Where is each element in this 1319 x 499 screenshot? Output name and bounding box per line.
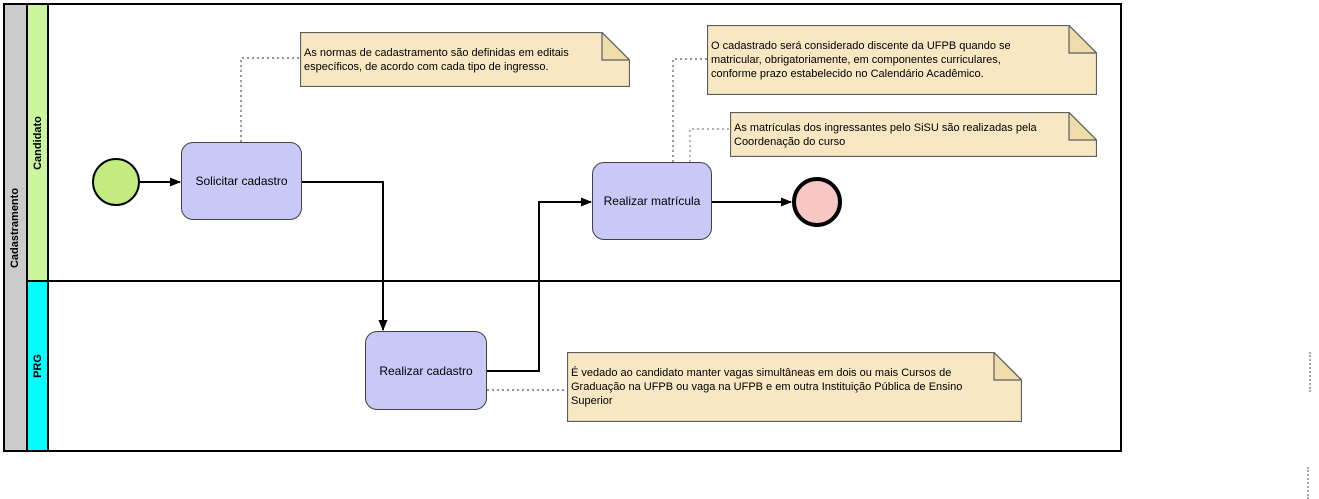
note-shape-icon: [300, 32, 630, 87]
lane-label-prg: PRG: [28, 282, 49, 450]
association-matricula-note3: [689, 128, 730, 162]
association-matricula-note2: [672, 58, 707, 162]
task-realizar-matricula-label: Realizar matrícula: [603, 194, 701, 208]
page-break-dots: [1307, 467, 1309, 499]
flow-realizar-cadastro-to-realizar-matricula: [487, 197, 592, 372]
task-solicitar-cadastro-label: Solicitar cadastro: [195, 174, 288, 188]
lane-divider: [49, 280, 1120, 282]
annotation-note-normas[interactable]: As normas de cadastramento são definidas…: [300, 32, 630, 87]
page-break-dots: [1309, 352, 1311, 392]
task-solicitar-cadastro[interactable]: Solicitar cadastro: [181, 142, 302, 220]
annotation-note-cadastrado-discente[interactable]: O cadastrado será considerado discente d…: [707, 25, 1097, 95]
note-shape-icon: [707, 25, 1097, 95]
association-solicitar-note1: [240, 57, 300, 142]
lane-label-candidato: Candidato: [28, 5, 49, 282]
annotation-note-vedado[interactable]: É vedado ao candidato manter vagas simul…: [567, 352, 1022, 422]
note-shape-icon: [567, 352, 1022, 422]
pool-header: Cadastramento: [5, 5, 28, 450]
task-realizar-matricula[interactable]: Realizar matrícula: [592, 162, 712, 240]
note-normas-text: As normas de cadastramento são definidas…: [304, 46, 569, 73]
task-realizar-cadastro-label: Realizar cadastro: [379, 363, 473, 378]
note-matriculas-sisu-text: As matrículas dos ingressantes pelo SiSU…: [734, 121, 1037, 148]
annotation-note-matriculas-sisu[interactable]: As matrículas dos ingressantes pelo SiSU…: [730, 112, 1097, 157]
end-event[interactable]: [792, 177, 842, 227]
flow-solicitar-to-realizar-cadastro: [302, 181, 388, 331]
note-vedado-text: É vedado ao candidato manter vagas simul…: [571, 367, 963, 407]
note-cadastrado-discente-text: O cadastrado será considerado discente d…: [711, 40, 1011, 80]
start-event[interactable]: [92, 158, 140, 206]
task-realizar-cadastro[interactable]: Realizar cadastro: [365, 331, 487, 410]
note-shape-icon: [730, 112, 1097, 157]
